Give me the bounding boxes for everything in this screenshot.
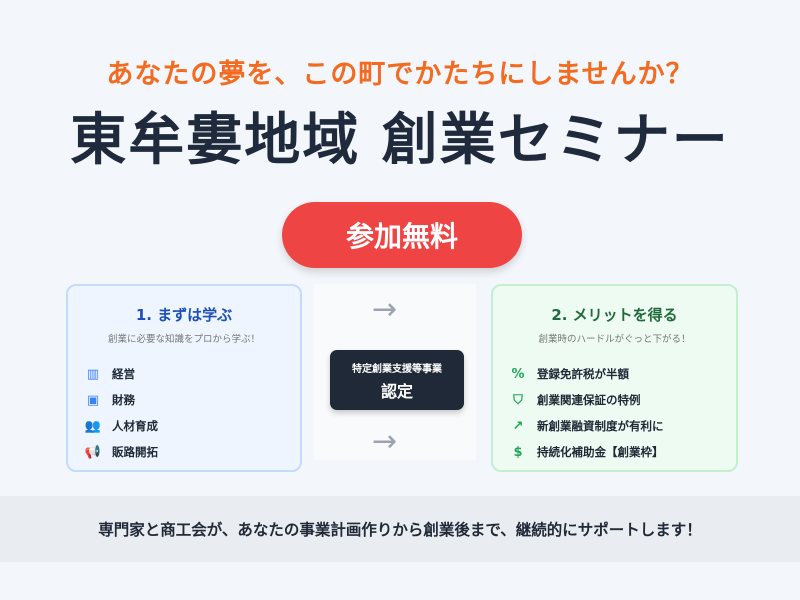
- footer-text: 専門家と商工会が、あなたの事業計画作りから創業後まで、継続的にサポートします！: [98, 521, 702, 539]
- list-item: 📢 販路開拓: [84, 439, 284, 465]
- shield-check-icon: ⛉: [513, 392, 523, 408]
- bar-chart-icon: ▥: [86, 366, 100, 382]
- list-item: ↗ 新創業融資制度が有利に: [509, 413, 720, 439]
- arrow-right-icon: →: [372, 292, 398, 327]
- free-badge: 参加無料: [282, 202, 522, 268]
- item-label: 創業関連保証の特例: [537, 393, 641, 407]
- item-label: 持続化補助金【創業枠】: [537, 445, 664, 459]
- learn-subtitle: 創業に必要な知識をプロから学ぶ！: [107, 334, 260, 345]
- list-item: ▥ 経営: [84, 361, 284, 387]
- megaphone-icon: 📢: [84, 444, 102, 460]
- certification-badge: 特定創業支援等事業 認定: [330, 350, 464, 410]
- list-item: $ 持続化補助金【創業枠】: [509, 439, 720, 465]
- people-icon: 👥: [84, 418, 102, 434]
- item-label: 販路開拓: [112, 445, 158, 459]
- list-item: ⛉ 創業関連保証の特例: [509, 387, 720, 413]
- item-label: 新創業融資制度が有利に: [537, 419, 664, 433]
- item-label: 人材育成: [112, 419, 158, 433]
- cert-line1: 特定創業支援等事業: [352, 364, 442, 375]
- money-icon: ▣: [86, 392, 100, 408]
- list-item: % 登録免許税が半額: [509, 361, 720, 387]
- list-item: 👥 人材育成: [84, 413, 284, 439]
- flow-connector: → 特定創業支援等事業 認定 →: [314, 284, 476, 460]
- item-label: 登録免許税が半額: [537, 367, 629, 381]
- footer-banner: 専門家と商工会が、あなたの事業計画作りから創業後まで、継続的にサポートします！: [0, 496, 800, 562]
- trending-up-icon: ↗: [512, 418, 524, 434]
- subsidy-icon: $: [513, 444, 523, 460]
- arrow-right-icon: →: [372, 424, 398, 459]
- benefits-subtitle: 創業時のハードルがぐっと下がる！: [538, 334, 691, 345]
- receipt-percent-icon: %: [511, 366, 525, 382]
- learn-title: 1. まずは学ぶ: [135, 306, 233, 324]
- item-label: 財務: [112, 393, 135, 407]
- benefits-title: 2. メリットを得る: [551, 306, 678, 324]
- cert-line2: 認定: [380, 382, 413, 401]
- page-title: 東牟婁地域 創業セミナー: [70, 108, 730, 173]
- headline: あなたの夢を、この町でかたちにしませんか？: [106, 59, 694, 90]
- list-item: ▣ 財務: [84, 387, 284, 413]
- learn-card: 1. まずは学ぶ 創業に必要な知識をプロから学ぶ！ ▥経営 ▣財務 👥人材育成 …: [66, 284, 302, 472]
- benefits-card: 2. メリットを得る 創業時のハードルがぐっと下がる！ % 登録免許税が半額 ⛉ 創…: [491, 284, 738, 472]
- item-label: 経営: [112, 367, 135, 381]
